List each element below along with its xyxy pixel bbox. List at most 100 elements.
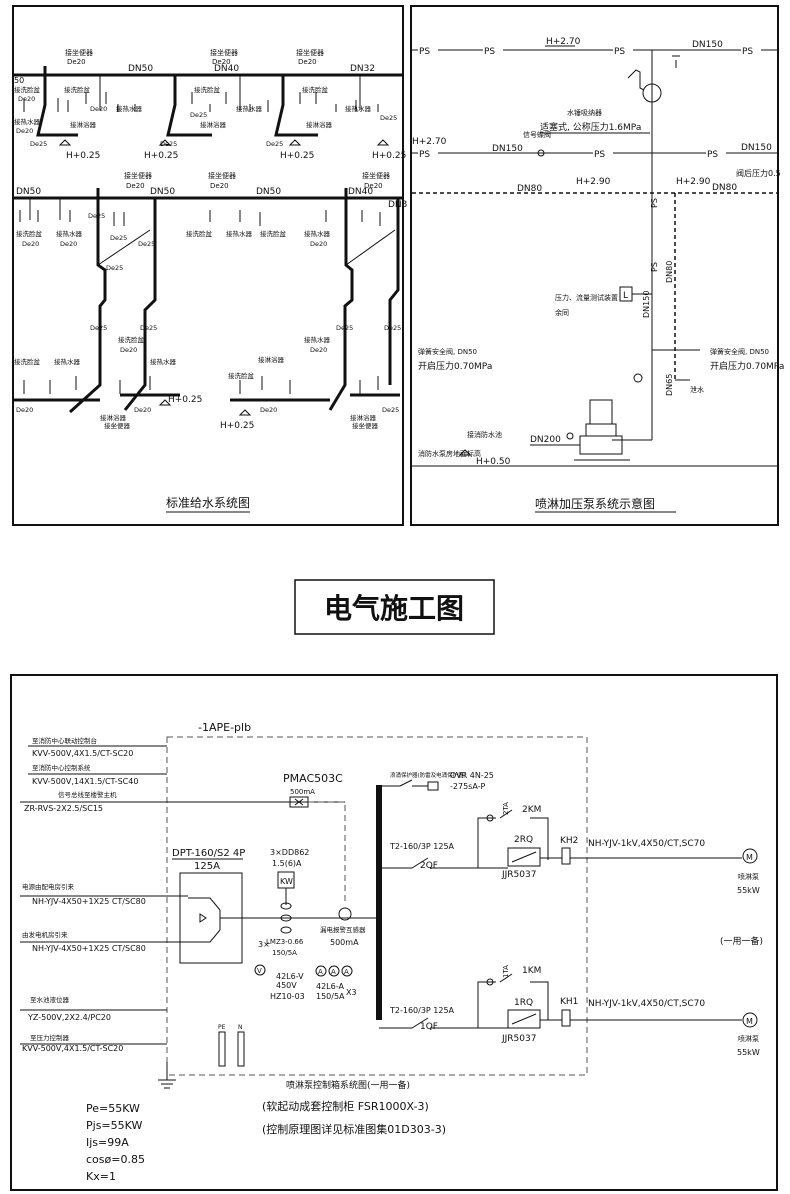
arrester-pipe [627, 69, 645, 91]
riser [166, 75, 212, 137]
pump-caption: 喷淋加压泵系统示意图 [535, 496, 655, 511]
panel-id: -1APE-plb [198, 721, 251, 734]
pressure-gauge-icon [633, 373, 643, 383]
fixture-label: 接洗脸盆 [194, 85, 221, 94]
ground-icon [158, 1062, 176, 1089]
fixture-label: 接坐便器 [104, 421, 131, 430]
pipe-label: DN150 [642, 291, 651, 318]
water-caption: 标准给水系统图 [166, 496, 250, 510]
size-label: De20 [60, 240, 77, 248]
pe-label: PE [218, 1024, 226, 1031]
pmac-link [308, 801, 346, 905]
cabinet-outline [166, 736, 588, 1076]
supply-cable: NH-YJV-4X50+1X25 CT/SC80 [32, 897, 146, 906]
pipe-label: DN200 [530, 435, 561, 445]
size-label: De25 [138, 240, 155, 248]
main-breaker-rating: 125A [194, 861, 220, 872]
feed-cable: ZR-RVS-2X2.5/SC15 [24, 804, 103, 813]
branch1-line [379, 1017, 508, 1029]
elevation: H+0.25 [220, 421, 254, 431]
pipe-label: DN50 [150, 187, 175, 197]
duty-mode: (一用一备) [720, 935, 763, 947]
pipe-label: DN50 [128, 64, 153, 74]
device-label: 开启压力0.70MPa [418, 360, 492, 372]
device-label: 压力、流量测试装置 [555, 293, 618, 302]
branch1-power: 55kW [737, 1048, 760, 1057]
elevation-mark [458, 449, 472, 456]
ammeter-icon [341, 965, 353, 977]
branch1-cable: NH-YJV-1kV,4X50/CT,SC70 [588, 999, 705, 1009]
main-breaker-model: DPT-160/S2 4P [172, 848, 245, 859]
pipe-label: DN80 [665, 261, 674, 283]
size-label: De20 [120, 346, 137, 354]
pipe-row3 [14, 393, 400, 402]
branch1-qf: 1QF [420, 1022, 438, 1032]
pipe-label: DN32 [350, 64, 375, 74]
fixture-label: 接坐便器 [352, 421, 379, 430]
branch2-motor-icon [742, 848, 758, 864]
ps-gap [483, 44, 503, 56]
device-label: 泄水 [690, 385, 704, 394]
elevation: H+0.25 [144, 151, 178, 161]
elevation: H+2.70 [412, 137, 447, 147]
size-label: De25 [190, 111, 207, 119]
branch1-fuse: 1TA [502, 965, 510, 978]
size-label: De20 [134, 406, 151, 414]
size-label: De20 [310, 346, 327, 354]
fixture-label: 接热水器 [56, 229, 83, 238]
supply-title: 由发电机房引来 [22, 930, 68, 939]
fixture-label: 接热水器 [345, 104, 372, 113]
branch2-relay-box [561, 847, 571, 865]
size-label: De20 [298, 58, 317, 66]
cabinet-title: (软起动成套控制柜 FSR1000X-3) [262, 1099, 429, 1113]
branch1-bypass [477, 981, 549, 1028]
fixture-label: 接坐便器 [362, 171, 390, 180]
section-title: 电气施工图 [324, 592, 464, 625]
surge-spec: -275sA-P [450, 782, 486, 791]
fixture-label: 接洗脸盆 [302, 85, 329, 94]
fixture-label: 接淋浴器 [200, 120, 227, 129]
elevation: H+2.90 [576, 177, 611, 187]
branch1-fuse-icon [486, 978, 494, 986]
signal-valve-icon [537, 149, 545, 157]
fixture-label: 接淋浴器 [350, 413, 377, 422]
size-label: De20 [210, 182, 229, 190]
riser [274, 75, 318, 137]
ammeter-icon [328, 965, 340, 977]
feed-cable: KVV-500V,4X1.5/CT-SC20 [32, 749, 133, 758]
ps-gap [706, 147, 726, 159]
voltmeter-switch: HZ10-03 [270, 992, 305, 1001]
size-label: De25 [106, 264, 123, 272]
feed-title: 至水池液位器 [30, 995, 70, 1004]
ammeter-symbol: A [331, 968, 336, 976]
riser [388, 198, 400, 385]
feed-title: 至消防中心控制系统 [32, 763, 91, 772]
leak-sensor-title: 漏电报警互感器 [320, 925, 366, 934]
gauge-icon [566, 432, 574, 440]
water-supply-panel: DN50 DN40 DN32 50 接坐便器 De20 接坐便器 De20 接坐… [12, 5, 407, 526]
supply-cable: NH-YJV-4X50+1X25 CT/SC80 [32, 944, 146, 953]
param-pe: Pe=55KW [86, 1102, 140, 1115]
pipe-label: DN80 [517, 184, 542, 194]
surge-title: 浪涌保护器(防雷及电涌保护器) [390, 771, 466, 779]
feed-cable: KVV-500V,14X1.5/CT-SC40 [32, 777, 138, 786]
device-label: 信号蝶阀 [523, 130, 551, 139]
device-label: 开启压力0.70MPa [710, 360, 784, 372]
ats-switch [188, 897, 250, 943]
pipe-label: DN65 [665, 374, 674, 396]
pipe-label: DN150 [692, 40, 723, 50]
pipe-label: DN150 [492, 144, 523, 154]
riser [328, 188, 354, 411]
size-label: De25 [90, 324, 107, 332]
fixture-label: 接热水器 [150, 357, 177, 366]
riser [36, 66, 78, 137]
elevation: H+0.50 [476, 457, 511, 467]
param-kx: Kx=1 [86, 1170, 116, 1183]
fixture-label: 接淋浴器 [70, 120, 97, 129]
fixture-label: 接坐便器 [296, 48, 324, 57]
elevation: H+2.90 [676, 177, 711, 187]
branch2-breaker: T2-160/3P 125A [389, 842, 455, 851]
ps-gap [418, 147, 438, 159]
ps-mark: PS [484, 47, 495, 57]
